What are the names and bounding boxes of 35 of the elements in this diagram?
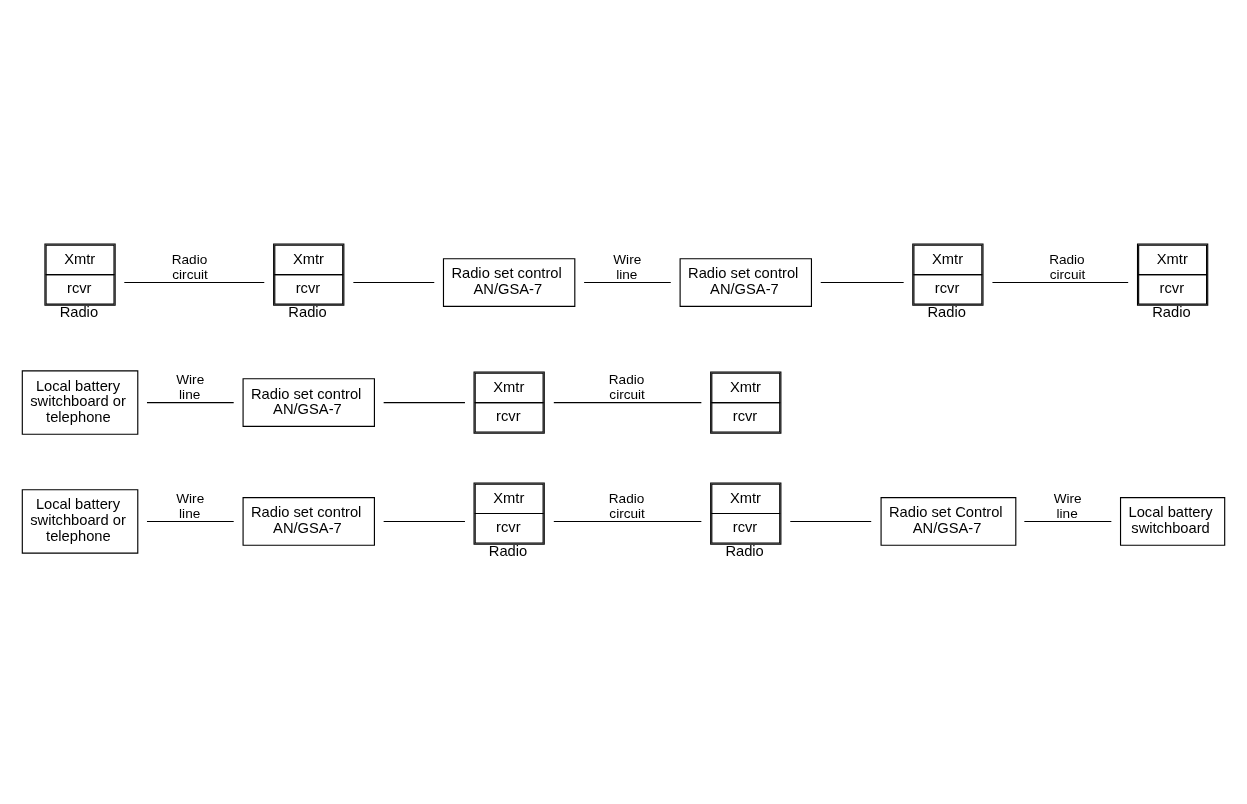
node-box: Radio set control AN/GSA-7 bbox=[442, 258, 576, 307]
edge-label: Wire line bbox=[176, 372, 205, 402]
node-label: Radio bbox=[488, 542, 528, 559]
node-label: Radio bbox=[1152, 303, 1191, 320]
connector bbox=[553, 520, 702, 522]
connector bbox=[789, 520, 872, 522]
connector bbox=[352, 282, 435, 284]
edge-label: Radio circuit bbox=[171, 251, 208, 282]
node-box: Radio set control AN/GSA-7 bbox=[679, 258, 812, 307]
connector bbox=[146, 402, 235, 404]
connector bbox=[383, 520, 466, 522]
connector bbox=[583, 282, 672, 284]
connector bbox=[146, 520, 235, 522]
node-box: Radio set control AN/GSA-7 bbox=[242, 497, 375, 546]
connector bbox=[383, 402, 466, 404]
connector bbox=[820, 282, 905, 284]
node-box: Local battery switchboard or telephone bbox=[21, 489, 139, 554]
node-label: Radio bbox=[288, 303, 327, 320]
node-label: Radio bbox=[725, 542, 764, 559]
edge-label: Wire line bbox=[1053, 490, 1082, 521]
node-label: Radio bbox=[927, 303, 966, 320]
node-box: Local battery switchboard bbox=[1119, 497, 1226, 546]
edge-label: Radio circuit bbox=[1049, 251, 1086, 282]
edge-label: Radio circuit bbox=[608, 372, 645, 402]
edge-label: Radio circuit bbox=[608, 490, 645, 521]
node-box: Local battery switchboard or telephone bbox=[21, 370, 139, 435]
node-box: Radio set Control AN/GSA-7 bbox=[880, 497, 1017, 546]
connector bbox=[553, 402, 702, 404]
node-box: Radio set control AN/GSA-7 bbox=[242, 378, 375, 427]
connector bbox=[123, 282, 265, 284]
edge-label: Wire line bbox=[176, 490, 205, 521]
edge-label: Wire line bbox=[613, 251, 642, 282]
connector bbox=[991, 282, 1129, 284]
connector bbox=[1023, 520, 1112, 522]
node-label: Radio bbox=[59, 303, 99, 320]
